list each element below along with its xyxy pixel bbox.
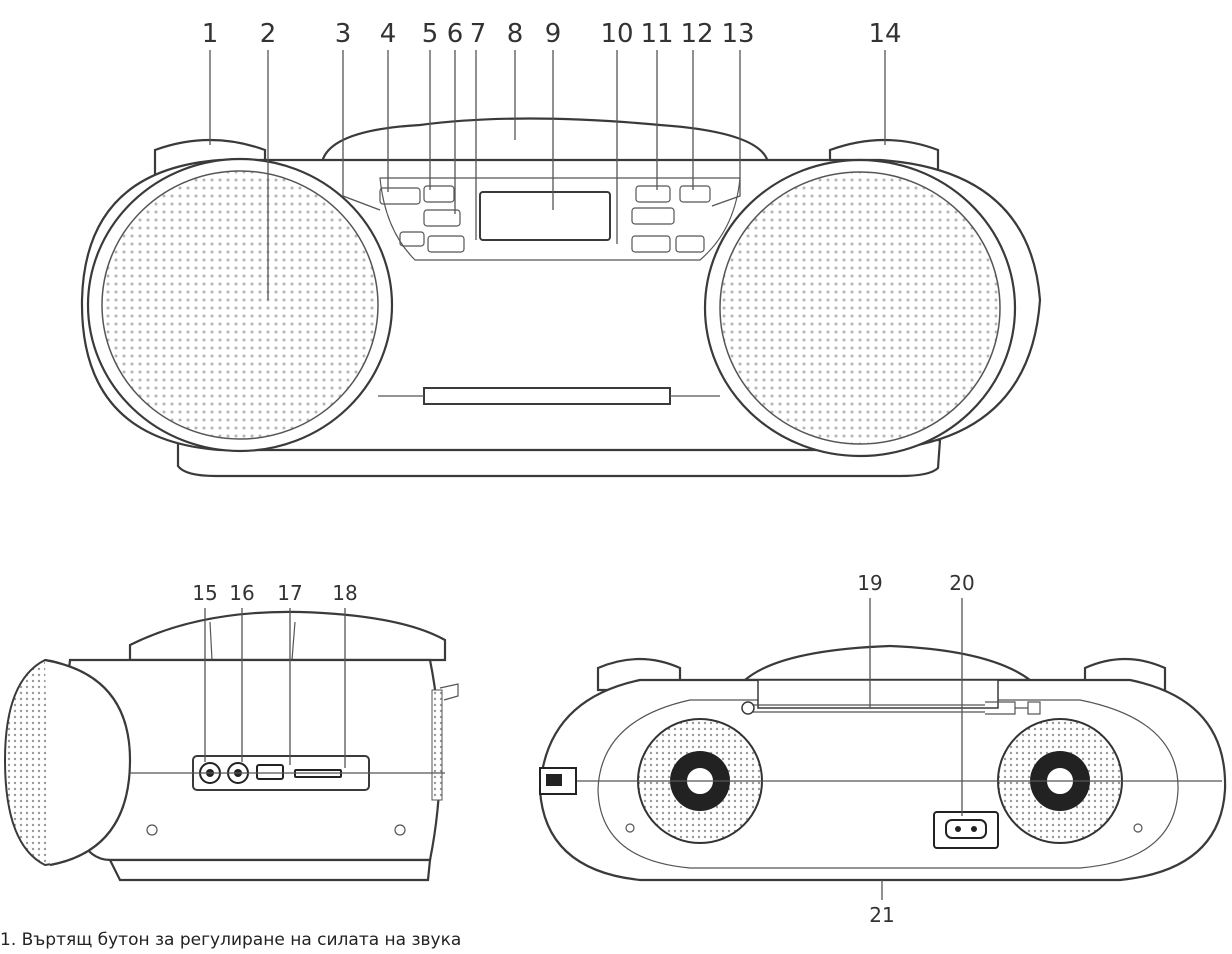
side-view: 15 16 17 18	[3, 581, 459, 882]
back-view: 19 20 21	[538, 571, 1227, 927]
front-callout: 12	[680, 19, 713, 49]
side-callout: 18	[332, 581, 357, 605]
front-callout: 14	[868, 19, 901, 49]
legend-caption: 1. Въртящ бутон за регулиране на силата …	[0, 930, 462, 950]
ac-pin	[955, 826, 961, 832]
back-panel	[597, 699, 1179, 869]
front-callout: 10	[600, 19, 633, 49]
stop-button	[427, 235, 465, 253]
back-cd-lid	[757, 679, 999, 709]
antenna-clip	[1027, 701, 1041, 715]
antenna-hinge	[985, 701, 1028, 715]
right-speaker-grille	[719, 171, 1001, 445]
front-callout: 6	[447, 19, 464, 49]
back-callout: 21	[869, 903, 894, 927]
back-button	[631, 207, 675, 225]
antenna-rod	[752, 704, 985, 713]
front-callout: 4	[380, 19, 397, 49]
side-antenna-tip	[439, 683, 459, 701]
front-callout: 5	[422, 19, 439, 49]
front-callout: 7	[470, 19, 487, 49]
side-screw	[394, 824, 406, 836]
side-leader-lines	[204, 608, 346, 768]
skip-button	[635, 185, 671, 203]
side-callout: 15	[192, 581, 217, 605]
back-callout: 20	[949, 571, 974, 595]
mode-button	[379, 187, 421, 205]
front-callout: 9	[545, 19, 562, 49]
side-base	[108, 858, 432, 882]
play-pause-button	[423, 185, 455, 203]
memory-button	[399, 231, 425, 247]
front-callout: 1	[202, 19, 219, 49]
front-callout: 13	[721, 19, 754, 49]
back-side-port-hole	[546, 774, 562, 786]
back-callout: 19	[857, 571, 882, 595]
side-handle-grip	[209, 621, 296, 661]
control-panel	[379, 177, 741, 261]
side-speaker-rim	[44, 658, 132, 867]
side-callout: 16	[229, 581, 254, 605]
usb-port	[256, 764, 284, 780]
lcd-display	[479, 191, 611, 241]
front-view: 1 2 3 4 5 6 7 8 9 10 11 12 13 14	[80, 19, 1042, 478]
side-handle	[128, 610, 447, 662]
left-speaker-grille	[101, 170, 379, 440]
folder-button	[423, 209, 461, 227]
back-leader-lines	[869, 598, 963, 900]
side-callout: 17	[277, 581, 302, 605]
ac-pin	[971, 826, 977, 832]
back-side-port	[539, 767, 577, 795]
antenna-end	[741, 701, 755, 715]
cd-slot	[423, 387, 671, 405]
front-callout: 3	[335, 19, 352, 49]
eject-button	[679, 185, 711, 203]
repeat-button	[631, 235, 671, 253]
ac-socket-inlet	[945, 819, 987, 839]
side-screw	[146, 824, 158, 836]
front-callout: 2	[260, 19, 277, 49]
front-callout: 11	[640, 19, 673, 49]
back-screw	[1133, 823, 1143, 833]
back-handle	[742, 644, 1034, 682]
front-leader-lines	[209, 50, 886, 300]
back-screw	[625, 823, 635, 833]
power-button	[675, 235, 705, 253]
front-callout: 8	[507, 19, 524, 49]
boombox-diagram: 1 2 3 4 5 6 7 8 9 10 11 12 13 14	[3, 19, 1227, 927]
side-rear-grille	[431, 689, 443, 801]
carry-handle	[320, 117, 770, 164]
